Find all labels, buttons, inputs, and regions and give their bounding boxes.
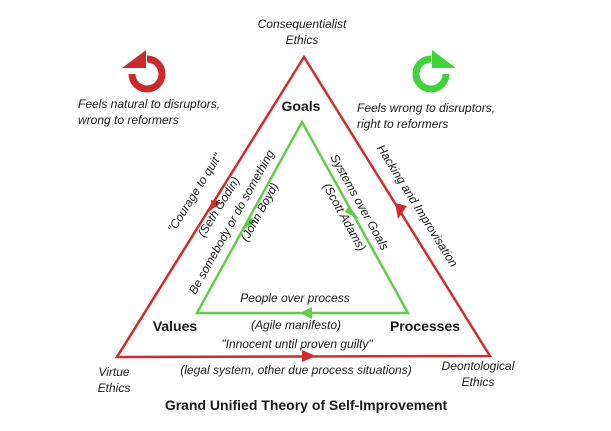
inner-right-arrowhead [345,206,359,219]
inner-left-arrowhead [243,216,254,230]
vertex-right-label-line1: Deontological [442,359,515,373]
inner-bottom-arrowhead [300,307,312,319]
diagram-title: Grand Unified Theory of Self-Improvement [165,397,448,413]
left-note-line1: Feels natural to disruptors, [78,97,220,111]
vertex-left-label-line1: Virtue [98,365,129,379]
outer-bottom-arrowhead [302,350,316,362]
goals-label: Goals [282,98,321,114]
outer-left-arrowhead [207,199,221,213]
outer-right-arrowhead [395,203,407,219]
vertex-right-label-line2: Ethics [462,375,495,389]
bottom-outer-label: "Innocent until proven guilty" [221,337,373,351]
vertex-left-label-line2: Ethics [98,381,131,395]
vertex-top-label-line2: Ethics [286,33,319,47]
right-note-line2: right to reformers [357,117,448,131]
left-note-line2: wrong to reformers [78,113,179,127]
vertex-top-label-line1: Consequentialist [258,17,347,31]
values-label: Values [153,318,198,334]
right-outer-label: Hacking and Improvisation [374,142,461,270]
right-note-line1: Feels wrong to disruptors, [357,101,495,115]
bottom-inner-label: People over process [240,291,349,305]
counterclockwise-arrow-icon [122,50,166,93]
clockwise-arrow-icon [412,50,456,93]
left-inner-label: Be somebody or do something [186,147,277,296]
bottom-inner-source: (Agile manifesto) [251,318,341,332]
bottom-outer-source: (legal system, other due process situati… [180,363,411,377]
processes-label: Processes [390,318,460,334]
